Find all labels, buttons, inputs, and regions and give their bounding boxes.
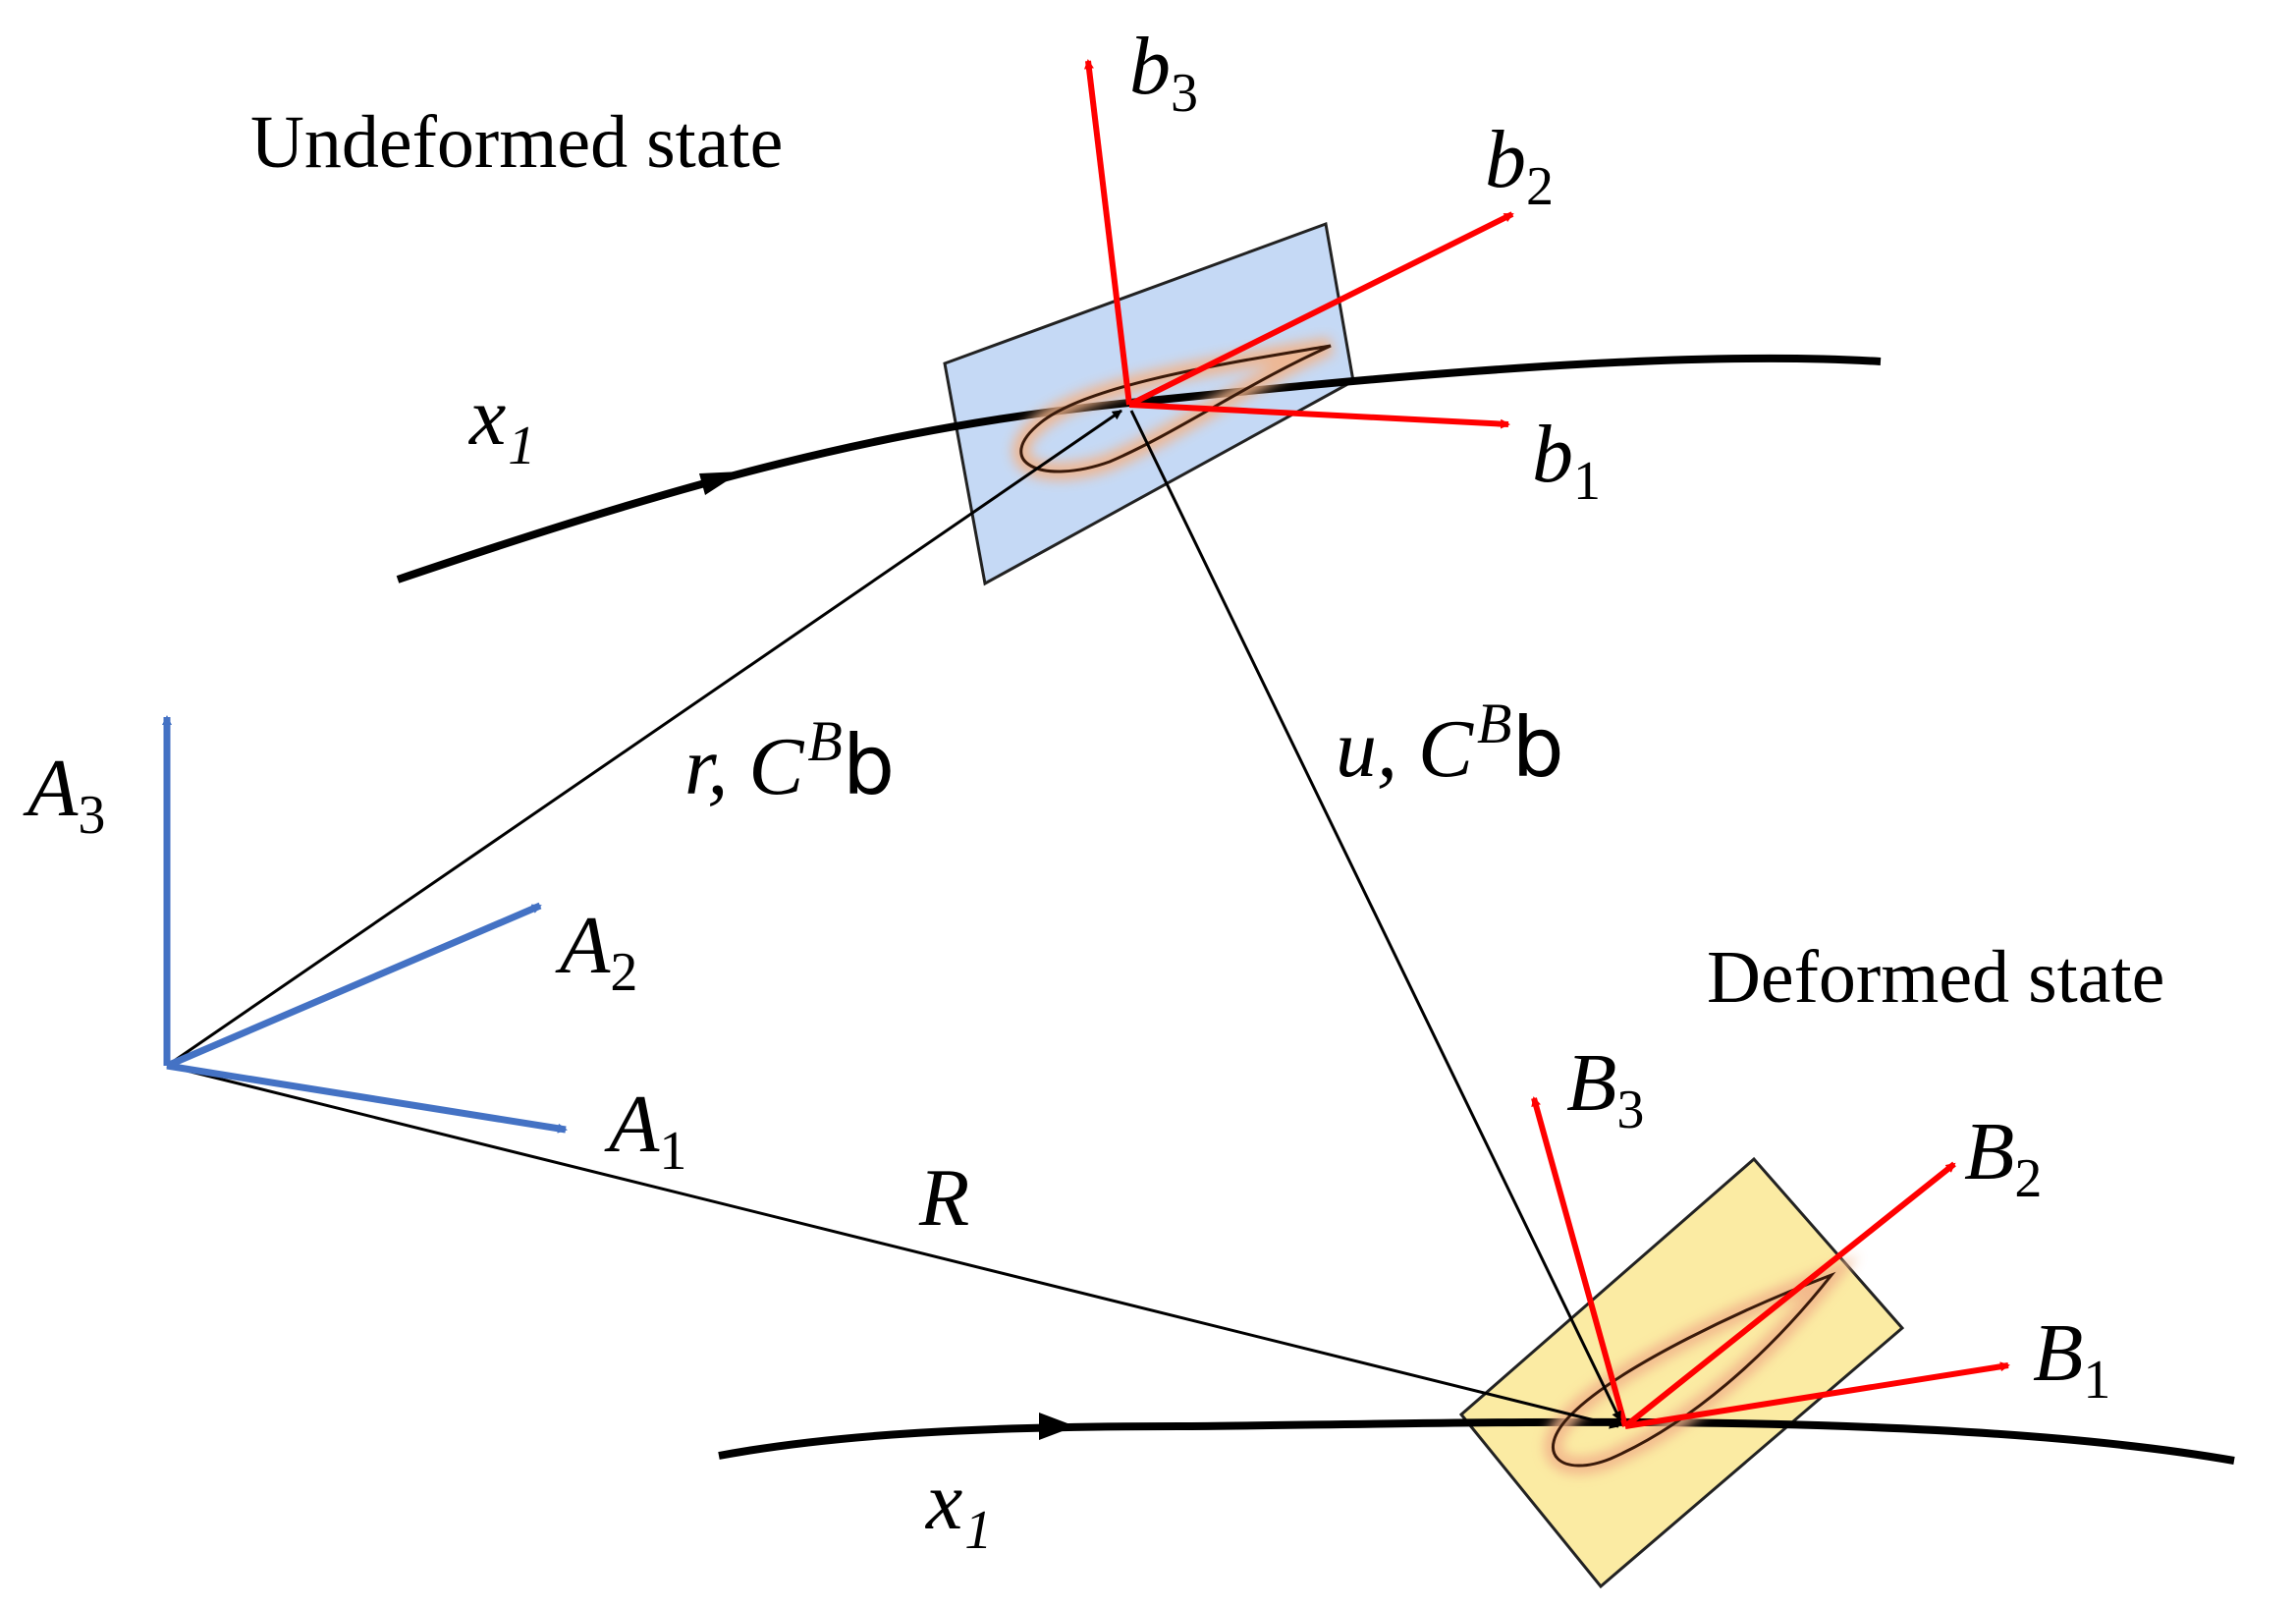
deformed-airfoil xyxy=(1544,1255,1859,1475)
global-frame xyxy=(162,715,568,1134)
B1-label: B1 xyxy=(2033,1307,2110,1411)
A1-label: A1 xyxy=(604,1079,686,1182)
b3-axis xyxy=(1083,59,1132,406)
A2-label: A2 xyxy=(555,900,637,1003)
deformed-curve-direction-arrow xyxy=(1039,1413,1075,1440)
b3-label: b3 xyxy=(1129,21,1198,124)
b1-label: b1 xyxy=(1532,409,1601,512)
R-vector-label: R xyxy=(918,1152,969,1244)
u-vector xyxy=(1129,410,1622,1421)
deformed-local-frame xyxy=(1531,1096,2010,1429)
deformed-section-plane xyxy=(1458,1156,1905,1589)
B3-axis xyxy=(1531,1096,1628,1427)
undeformed-curve-direction-arrow xyxy=(699,471,741,495)
u-vector-label: u, CBb xyxy=(1336,692,1564,796)
R-vector xyxy=(166,1064,1619,1429)
B1-axis xyxy=(1624,1361,2010,1429)
B2-label: B2 xyxy=(1964,1106,2042,1209)
x1-top-label: x1 xyxy=(467,371,535,476)
A1-axis xyxy=(166,1062,568,1134)
x1-bottom-label: x1 xyxy=(924,1456,992,1561)
undeformed-state-label: Undeformed state xyxy=(250,101,783,184)
deformed-reference-curve xyxy=(718,1417,2235,1465)
deformed-state-label: Deformed state xyxy=(1707,936,2164,1019)
A3-label: A3 xyxy=(23,743,105,846)
B3-label: B3 xyxy=(1566,1037,1644,1140)
b2-label: b2 xyxy=(1485,114,1554,217)
A2-axis xyxy=(165,902,542,1070)
r-vector xyxy=(166,409,1122,1068)
undeformed-local-frame xyxy=(1083,59,1514,429)
b2-axis xyxy=(1127,211,1514,408)
b1-axis xyxy=(1128,402,1510,429)
B2-axis xyxy=(1623,1161,1956,1429)
r-vector-label: r, CBb xyxy=(684,709,895,813)
